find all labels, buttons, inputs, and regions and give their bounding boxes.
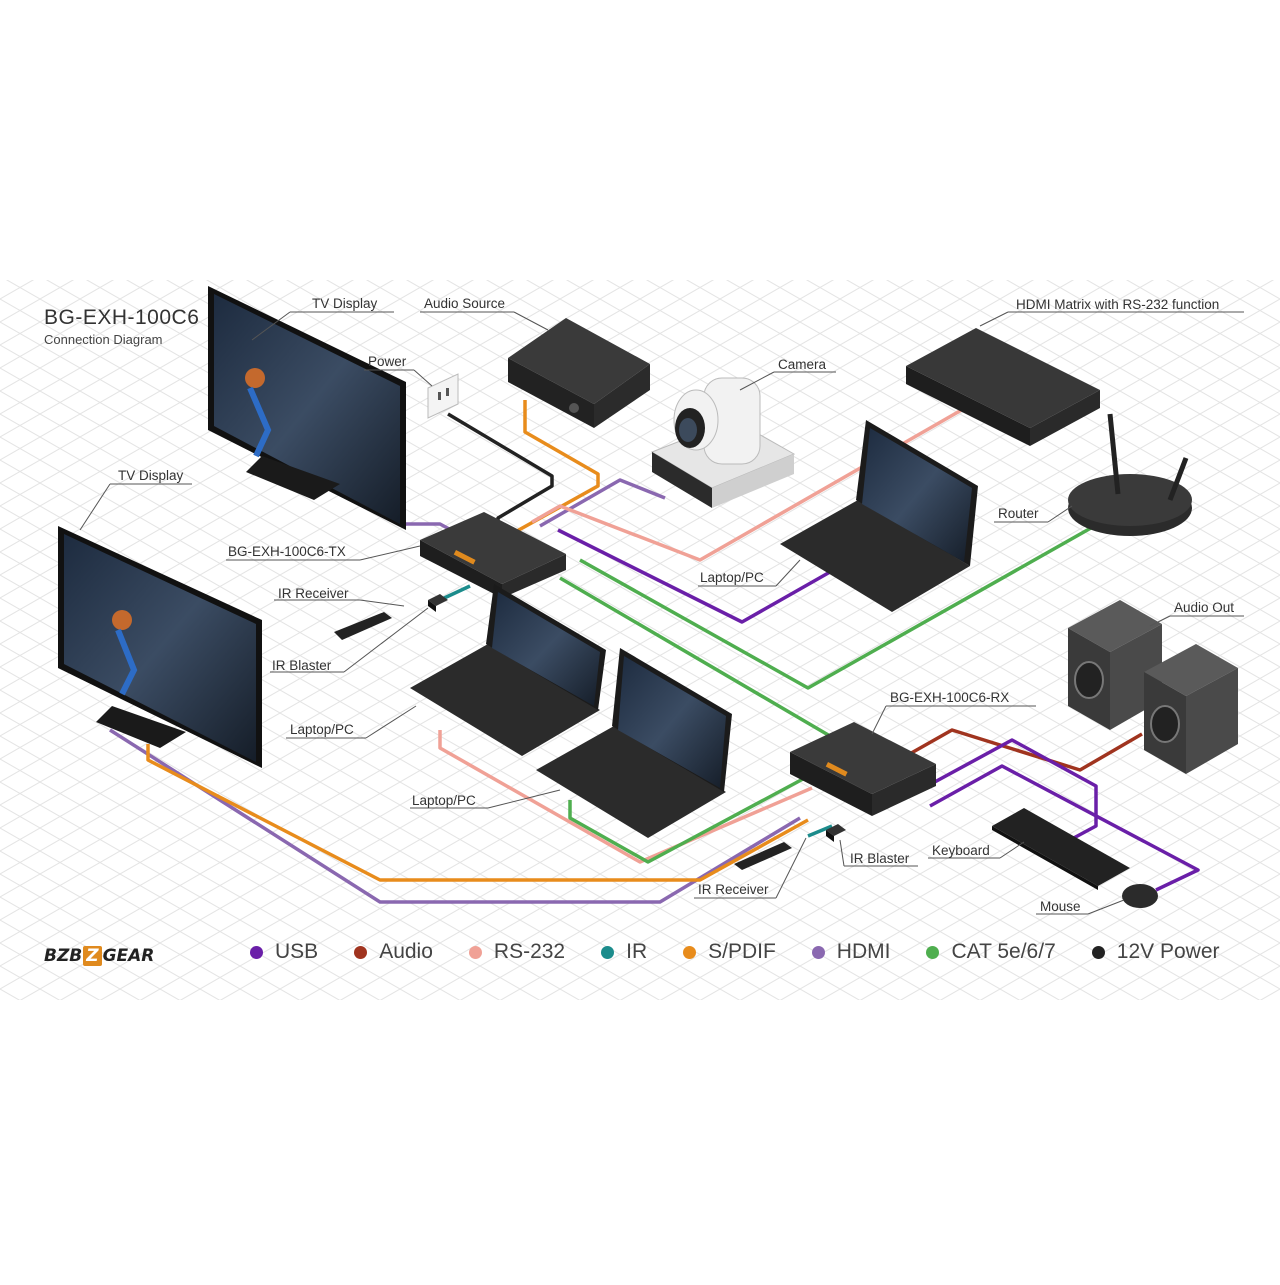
tv-display-top bbox=[208, 286, 406, 530]
label-power: Power bbox=[368, 354, 407, 369]
cable-spdif-tv-left bbox=[146, 744, 809, 882]
label-camera: Camera bbox=[778, 357, 827, 372]
remote-tx bbox=[334, 612, 392, 640]
brand-mark: Z bbox=[83, 946, 102, 966]
label-rx: BG-EXH-100C6-RX bbox=[890, 690, 1009, 705]
legend-item-ir: IR bbox=[601, 940, 647, 964]
legend-item-spdif: S/PDIF bbox=[683, 940, 776, 964]
brand-suffix: GEAR bbox=[102, 946, 155, 966]
legend-item-rs232: RS-232 bbox=[468, 940, 566, 964]
legend-item-usb: USB bbox=[250, 940, 318, 964]
legend-item-hdmi: HDMI bbox=[811, 940, 891, 964]
label-laptop-tx: Laptop/PC bbox=[700, 570, 764, 585]
legend-dot bbox=[354, 945, 368, 959]
cable-ir-rx bbox=[807, 824, 833, 838]
rx-unit bbox=[790, 722, 936, 816]
laptop-left bbox=[410, 584, 606, 756]
legend-dot bbox=[250, 945, 263, 959]
cable-rs232-matrix bbox=[531, 402, 973, 562]
label-ir-receiver-rx: IR Receiver bbox=[698, 882, 769, 897]
legend-dot bbox=[468, 945, 482, 959]
device-labels: TV Display Audio Source HDMI Matrix with… bbox=[118, 296, 1234, 914]
legend: USB Audio RS-232 IR S/PDIF HDMI CAT 5e/6… bbox=[250, 940, 1256, 964]
cable-spdif-source bbox=[507, 400, 600, 538]
cable-ir-tx bbox=[439, 584, 471, 602]
cable-usb-mouse bbox=[929, 764, 1200, 892]
legend-label: CAT 5e/6/7 bbox=[951, 940, 1056, 963]
legend-item-12v-power: 12V Power bbox=[1091, 940, 1220, 964]
cable-usb-laptop-tx bbox=[557, 528, 831, 624]
legend-dot bbox=[683, 945, 697, 959]
label-laptop-left: Laptop/PC bbox=[290, 722, 354, 737]
audio-source bbox=[508, 318, 650, 428]
label-ir-blaster-tx: IR Blaster bbox=[272, 658, 332, 673]
cables bbox=[109, 400, 1200, 904]
legend-dot bbox=[926, 945, 940, 959]
legend-item-cat: CAT 5e/6/7 bbox=[926, 940, 1056, 964]
power-outlet bbox=[427, 373, 459, 419]
cable-usb-keyboard bbox=[919, 738, 1098, 842]
legend-label: Audio bbox=[379, 940, 433, 963]
label-keyboard: Keyboard bbox=[932, 843, 990, 858]
label-ir-receiver-tx: IR Receiver bbox=[278, 586, 349, 601]
ir-blaster-rx bbox=[826, 824, 846, 842]
label-laptop-bottom: Laptop/PC bbox=[412, 793, 476, 808]
label-audio-out: Audio Out bbox=[1174, 600, 1234, 615]
cable-cat-router bbox=[579, 522, 1099, 690]
ir-blaster-tx bbox=[428, 594, 448, 612]
mouse bbox=[1122, 884, 1158, 908]
legend-label: S/PDIF bbox=[708, 940, 776, 963]
legend-label: USB bbox=[275, 940, 319, 963]
label-tv-display-top: TV Display bbox=[312, 296, 378, 311]
label-tx: BG-EXH-100C6-TX bbox=[228, 544, 346, 559]
legend-label: HDMI bbox=[836, 940, 891, 963]
legend-dot bbox=[601, 945, 615, 959]
label-router: Router bbox=[998, 506, 1039, 521]
label-ir-blaster-rx: IR Blaster bbox=[850, 851, 910, 866]
legend-item-audio: Audio bbox=[354, 940, 433, 964]
label-hdmi-matrix: HDMI Matrix with RS-232 function bbox=[1016, 297, 1219, 312]
legend-label: IR bbox=[626, 940, 648, 963]
diagram-subtitle: Connection Diagram bbox=[44, 332, 163, 347]
laptop-tx bbox=[780, 420, 978, 612]
remote-rx bbox=[734, 842, 792, 870]
leader-lines bbox=[79, 311, 1244, 915]
camera bbox=[650, 377, 796, 508]
legend-dot bbox=[811, 945, 825, 959]
speaker-right bbox=[1144, 644, 1238, 774]
keyboard bbox=[992, 808, 1130, 890]
diagram-title: BG-EXH-100C6 bbox=[44, 306, 200, 329]
label-audio-source: Audio Source bbox=[424, 296, 505, 311]
cable-hdmi-camera bbox=[539, 478, 666, 528]
cable-hdmi-tv-left bbox=[109, 728, 801, 904]
tx-unit bbox=[420, 512, 566, 598]
tv-display-left bbox=[58, 526, 262, 768]
label-tv-display-left: TV Display bbox=[118, 468, 184, 483]
cable-audio-out bbox=[905, 728, 1143, 772]
legend-label: RS-232 bbox=[493, 940, 566, 963]
legend-dot bbox=[1091, 945, 1105, 959]
cable-rs232-laptop-left bbox=[438, 730, 813, 864]
brand-prefix: BZB bbox=[44, 946, 83, 966]
cable-cat-laptop-bottom bbox=[568, 770, 817, 864]
router bbox=[1068, 413, 1192, 536]
hdmi-matrix bbox=[906, 328, 1100, 446]
legend-label: 12V Power bbox=[1116, 940, 1220, 963]
laptop-bottom bbox=[536, 648, 732, 838]
label-mouse: Mouse bbox=[1040, 899, 1081, 914]
